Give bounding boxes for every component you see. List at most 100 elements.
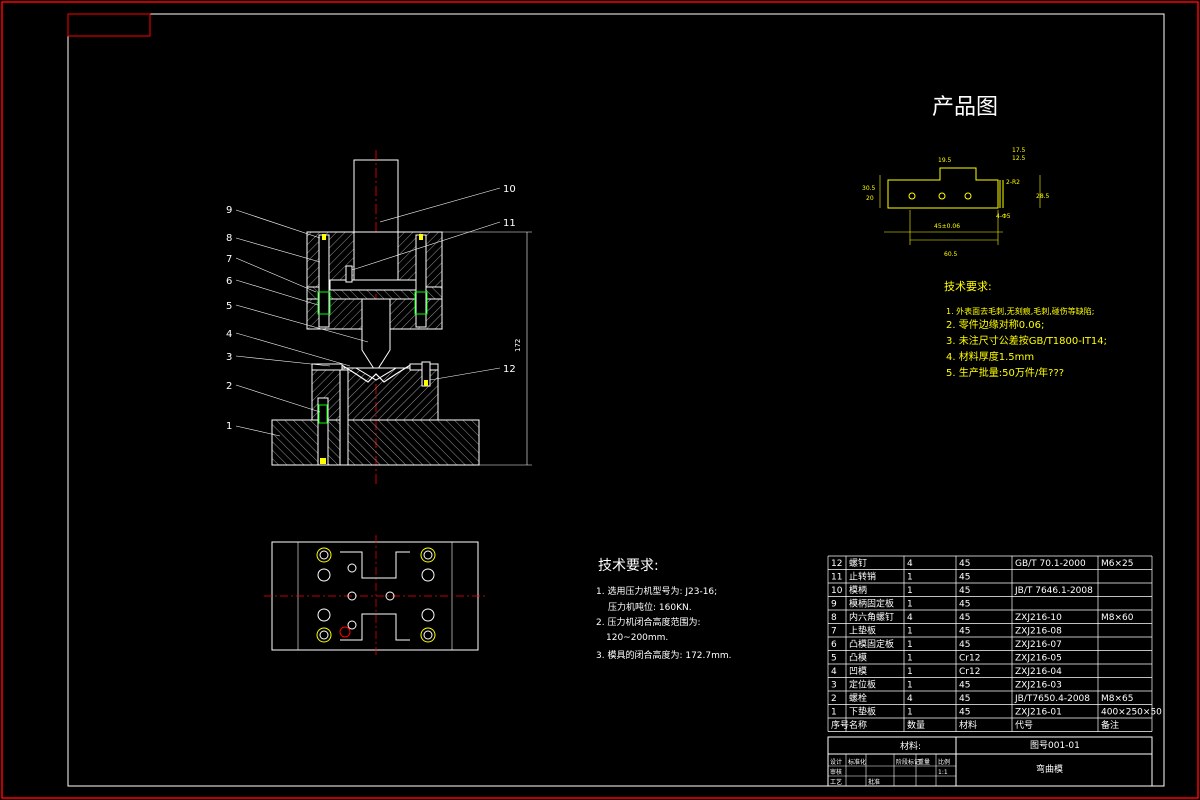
dim-17-5: 17.5 [1012, 147, 1026, 154]
bom-row-11-qty: 1 [907, 573, 913, 583]
drawing-number: 图号001-01 [1030, 740, 1080, 751]
reqs-small-1: 1. 外表面去毛刺,无刻痕,毛刺,碰伤等缺陷; [946, 306, 1095, 316]
bom-row-6-qty: 1 [907, 640, 913, 650]
dim-2r2: 2-R2 [1006, 179, 1020, 186]
height-dimension: 172 [514, 339, 522, 352]
tb-cell-review: 审核 [830, 768, 842, 776]
bom-header-no: 序号 [831, 719, 849, 731]
bom-row-1-qty: 1 [907, 708, 913, 718]
bom-row-2-no: 2 [831, 694, 837, 704]
bom-row-8-note: M8×60 [1101, 613, 1134, 623]
tb-cell-scale-value: 1:1 [938, 769, 948, 776]
reqs-main-5: 3. 模具的闭合高度为: 172.7mm. [596, 649, 732, 661]
drawing-name: 弯曲模 [1036, 763, 1063, 775]
reqs-small-3: 3. 未注尺寸公差按GB/T1800-IT14; [946, 334, 1107, 347]
reqs-small-4: 4. 材料厚度1.5mm [946, 350, 1034, 363]
bom-row-10-mat: 45 [959, 586, 970, 596]
bom-row-2-std: JB/T7650.4-2008 [1014, 694, 1090, 704]
tb-cell-scale: 比例 [938, 758, 950, 766]
bom-row-5-mat: Cr12 [959, 654, 980, 664]
balloon-3: 3 [226, 352, 232, 363]
reqs-main-title: 技术要求: [598, 558, 659, 574]
bom-row-12-no: 12 [831, 559, 842, 569]
die-section-view: 172 [235, 150, 532, 485]
bom-row-8-std: ZXJ216-10 [1015, 613, 1062, 623]
bom-row-5-name: 凸模 [849, 653, 867, 664]
bom-row-1-std: ZXJ216-01 [1015, 708, 1062, 718]
bom-row-6-no: 6 [831, 640, 837, 650]
tb-cell-process: 工艺 [830, 778, 842, 786]
dim-19-5: 19.5 [938, 157, 952, 164]
bom-row-12-mat: 45 [959, 559, 970, 569]
balloon-2: 2 [226, 381, 232, 392]
tb-cell-design: 设计 [830, 758, 842, 766]
bom-row-3-qty: 1 [907, 681, 913, 691]
dim-20: 20 [866, 195, 874, 202]
bom-row-1-no: 1 [831, 708, 837, 718]
balloon-10: 10 [503, 184, 516, 195]
bom-row-7-name: 上垫板 [849, 625, 876, 637]
dim-28-5: 28.5 [1036, 193, 1050, 200]
bom-header-name: 名称 [849, 719, 867, 731]
bom-row-7-no: 7 [831, 627, 837, 637]
bom-row-8-mat: 45 [959, 613, 970, 623]
bom-row-11-no: 11 [831, 573, 842, 583]
bom-row-7-mat: 45 [959, 627, 970, 637]
bom-row-3-no: 3 [831, 681, 837, 691]
bom-header-qty: 数量 [907, 719, 925, 731]
bom-row-12-std: GB/T 70.1-2000 [1015, 559, 1086, 569]
bom-row-5-qty: 1 [907, 654, 913, 664]
bom-row-10-no: 10 [831, 586, 843, 596]
bom-row-10-std: JB/T 7646.1-2008 [1014, 586, 1093, 596]
dim-12-5: 12.5 [1012, 155, 1026, 162]
bom-row-3-std: ZXJ216-03 [1015, 681, 1062, 691]
bom-row-11-mat: 45 [959, 573, 970, 583]
bom-row-3-name: 定位板 [849, 679, 876, 691]
balloon-7: 7 [226, 254, 232, 265]
balloon-4: 4 [226, 329, 232, 340]
bom-row-6-name: 凸模固定板 [849, 638, 894, 650]
bom-row-12-qty: 4 [907, 559, 913, 569]
die-plan-view [264, 535, 488, 658]
bom-row-5-std: ZXJ216-05 [1015, 654, 1062, 664]
reqs-small-5: 5. 生产批量:50万件/年??? [946, 366, 1064, 379]
reqs-main-4: 120~200mm. [606, 633, 668, 643]
dim-30-5: 30.5 [862, 185, 876, 192]
bom-row-5-no: 5 [831, 654, 837, 664]
product-part-drawing [879, 167, 1041, 245]
material-label: 材料: [900, 740, 921, 752]
bom-header-std: 代号 [1015, 720, 1033, 731]
tb-cell-stage: 阶段标记 [896, 758, 920, 766]
balloon-9: 9 [226, 205, 232, 216]
bom-row-9-mat: 45 [959, 600, 970, 610]
bom-row-8-qty: 4 [907, 613, 913, 623]
bom-row-2-qty: 4 [907, 694, 913, 704]
bom-row-4-name: 凹模 [849, 666, 867, 677]
dim-60-5: 60.5 [944, 251, 958, 258]
bom-row-11-name: 止转销 [849, 571, 876, 583]
inner-border [67, 13, 1165, 787]
bom-row-6-std: ZXJ216-07 [1015, 640, 1062, 650]
balloon-12: 12 [503, 364, 516, 375]
bom-row-6-mat: 45 [959, 640, 970, 650]
reqs-main-2: 压力机吨位: 160KN. [608, 601, 692, 613]
balloon-6: 6 [226, 276, 232, 287]
reqs-main-3: 2. 压力机闭合高度范围为: [596, 616, 700, 628]
corner-box [67, 13, 151, 37]
bom-header-mat: 材料 [959, 719, 977, 731]
title-block [827, 736, 1153, 787]
bom-row-4-mat: Cr12 [959, 667, 980, 677]
product-title: 产品图 [932, 95, 998, 120]
balloon-8: 8 [226, 233, 232, 244]
reqs-small-2: 2. 零件边缘对称0.06; [946, 318, 1044, 331]
bom-row-10-name: 模柄 [849, 584, 867, 596]
bom-row-2-note: M8×65 [1101, 694, 1133, 704]
dim-4-phi5: 4-Φ5 [996, 213, 1011, 220]
tb-cell-std: 标准化 [848, 758, 866, 766]
bom-row-9-qty: 1 [907, 600, 913, 610]
bom-row-2-mat: 45 [959, 694, 970, 704]
tb-cell-approve: 批准 [868, 778, 880, 786]
bom-row-4-qty: 1 [907, 667, 913, 677]
